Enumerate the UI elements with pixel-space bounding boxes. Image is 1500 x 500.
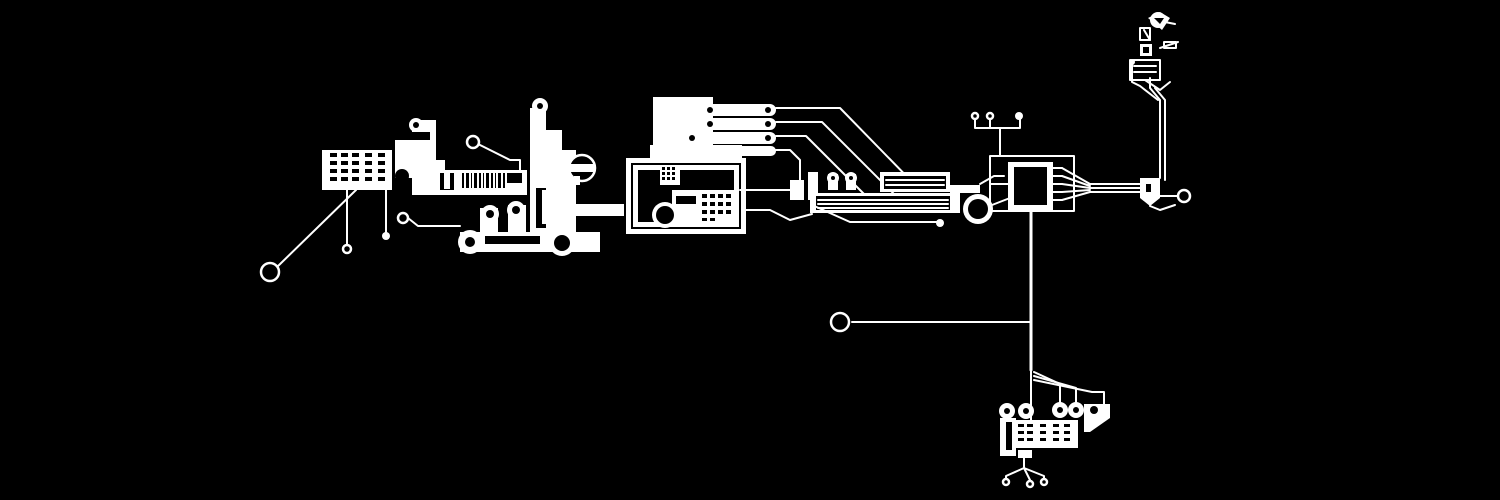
left-chip-pin-array: [330, 153, 385, 181]
upper-right-module: [1089, 12, 1192, 211]
right-ic-module: [829, 111, 1091, 372]
center-chip-grid: [660, 165, 680, 185]
center-chip-pins: [702, 194, 731, 221]
ribbon-hatch: [816, 196, 950, 210]
mid-terminal-pad: [829, 311, 851, 333]
connector-bank: [790, 172, 1011, 227]
slotted-pads: [684, 104, 776, 156]
left-terminal-pad: [259, 261, 281, 283]
barcode-strip: [462, 173, 522, 188]
bottom-module: [999, 369, 1110, 489]
center-chip-module: [626, 97, 921, 234]
bottom-chip-pins: [1018, 424, 1070, 441]
left-chip-module: [259, 98, 624, 283]
